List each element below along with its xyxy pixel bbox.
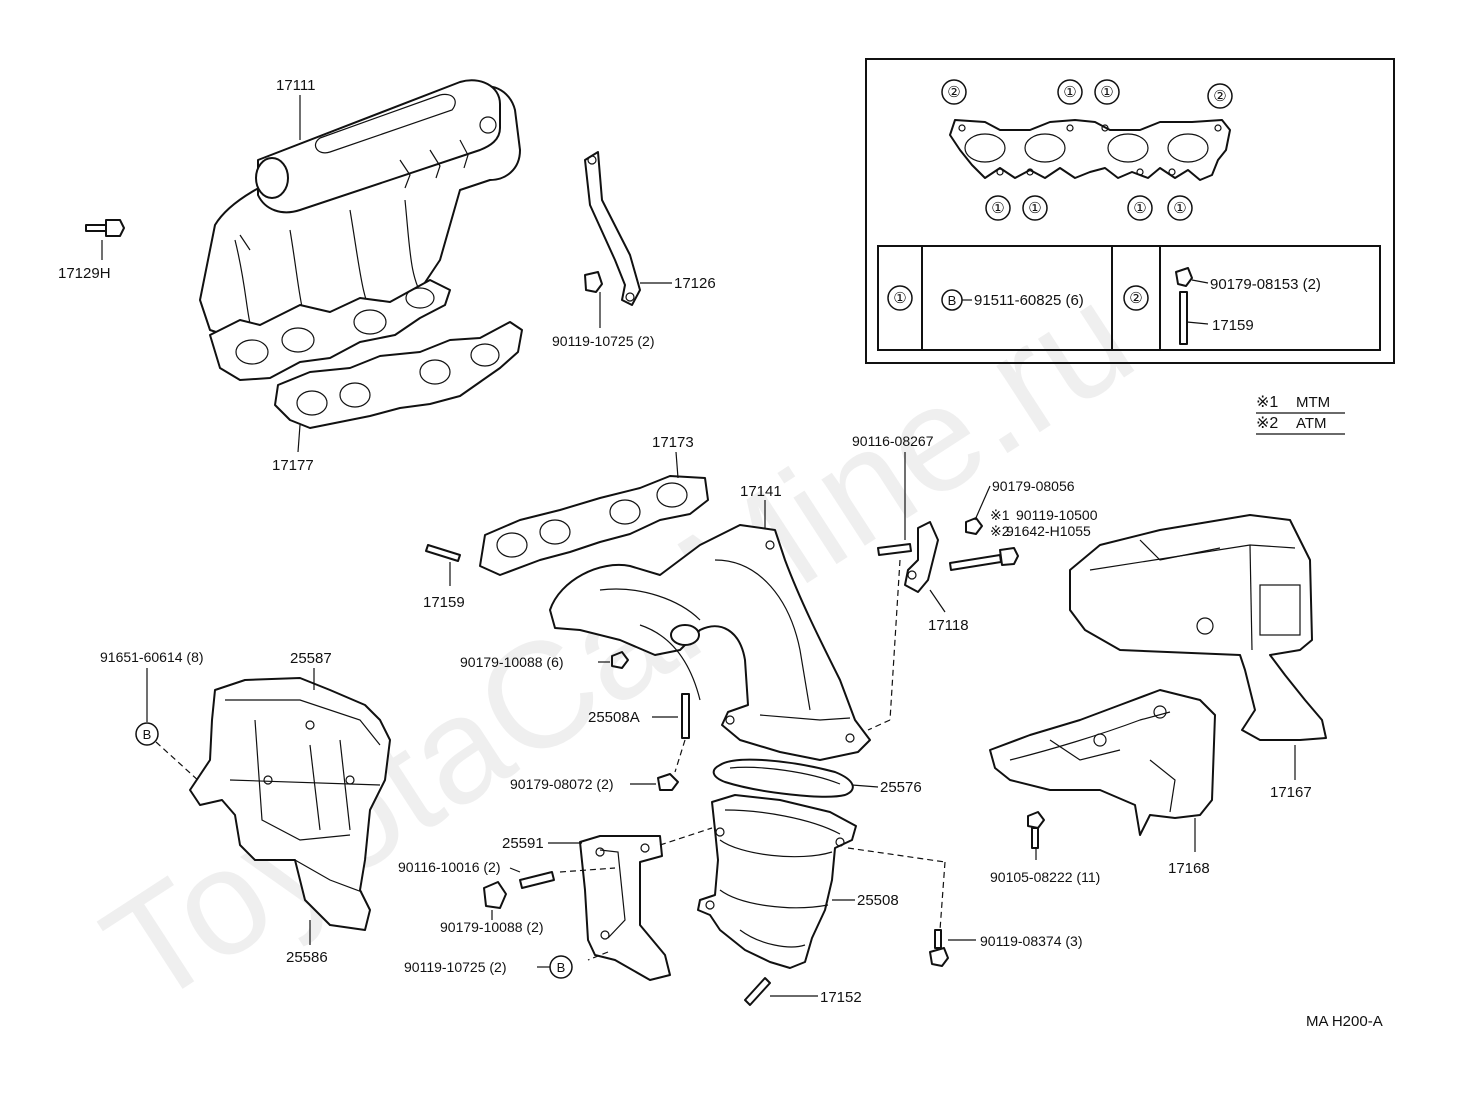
- catalytic-converter-25508: 25508: [697, 794, 899, 969]
- exhaust-gasket-17173: 17173: [479, 434, 709, 576]
- label-90179-08056: 90179-08056: [992, 478, 1075, 494]
- label-90116-08267: 90116-08267: [852, 433, 934, 449]
- intake-flange: [209, 279, 451, 381]
- label-90105-08222: 90105-08222 (11): [990, 869, 1100, 885]
- heat-shield-17168: 17168: [989, 689, 1216, 877]
- nut-part-number: 90179-08153 (2): [1210, 276, 1321, 293]
- heat-shield-17167: 17167: [1069, 514, 1327, 801]
- label-25508: 25508: [857, 892, 899, 909]
- callout-1: ①: [1133, 200, 1146, 217]
- bracket-25591: 25591: [502, 827, 713, 981]
- label-91642-H1055: 91642-H1055: [1006, 523, 1091, 539]
- bolt-marker-b: B: [948, 293, 957, 308]
- part-17129H: 17129H: [58, 219, 125, 282]
- label-90179-10088-2: 90179-10088 (2): [440, 919, 544, 935]
- bracket-17118: 17118: [904, 521, 969, 634]
- stud-25508A: 25508A: [588, 693, 690, 773]
- callout-2: ②: [947, 84, 960, 101]
- callout-1: ①: [1100, 84, 1113, 101]
- callout-1: ①: [991, 200, 1004, 217]
- label-17118: 17118: [928, 617, 969, 634]
- label-25587: 25587: [290, 650, 332, 667]
- label-90119-08374: 90119-08374 (3): [980, 933, 1082, 949]
- label-25586: 25586: [286, 949, 328, 966]
- intake-manifold-17111: [199, 79, 521, 346]
- stud-17159: 17159: [423, 544, 465, 611]
- label-17126: 17126: [674, 275, 716, 292]
- label-90119-10725-upper: 90119-10725 (2): [552, 333, 654, 349]
- bolt-90119-08374: 90119-08374 (3): [847, 847, 1082, 967]
- label-17111: 17111: [276, 77, 316, 94]
- exhaust-manifold-17141: 17141: [549, 483, 871, 761]
- label-17168: 17168: [1168, 860, 1210, 877]
- stud-part-number: 17159: [1212, 317, 1254, 334]
- nut-90179-10088-6: 90179-10088 (6): [460, 651, 629, 670]
- table-callout-1: ①: [893, 290, 906, 307]
- svg-text:※1: ※1: [1256, 394, 1278, 411]
- bolt-91651-60614: 91651-60614 (8) B: [100, 649, 204, 783]
- label-90179-08072: 90179-08072 (2): [510, 776, 614, 792]
- stud-90116-08267: 90116-08267: [852, 433, 934, 731]
- intake-gasket-17177: [274, 321, 523, 429]
- label-17141: 17141: [740, 483, 782, 500]
- table-callout-2: ②: [1129, 290, 1142, 307]
- bolt-90179-08056: 90179-08056 ※1 90119-10500 ※2 91642-H105…: [949, 478, 1098, 571]
- bolt-marker-b: B: [143, 727, 152, 742]
- stud-90116-10016: 90116-10016 (2): [398, 859, 555, 889]
- label-17129H: 17129H: [58, 265, 111, 282]
- transmission-legend: ※1 MTM ※2 ATM: [1256, 394, 1345, 435]
- gasket-25576: 25576: [712, 758, 922, 798]
- diagram-code: MA H200-A: [1306, 1013, 1383, 1030]
- svg-text:※2: ※2: [1256, 415, 1278, 432]
- label-25591: 25591: [502, 835, 544, 852]
- nut-90179-10088-2: 90179-10088 (2): [440, 881, 544, 935]
- bolt-marker-b: B: [557, 960, 566, 975]
- label-91651-60614: 91651-60614 (8): [100, 649, 204, 665]
- label-17152: 17152: [820, 989, 862, 1006]
- callout-1: ①: [1028, 200, 1041, 217]
- bolt-90105-08222: 90105-08222 (11): [990, 811, 1100, 885]
- bolt-part-number: 91511-60825 (6): [974, 292, 1084, 309]
- label-17173: 17173: [652, 434, 694, 451]
- label-90179-10088-6: 90179-10088 (6): [460, 654, 564, 670]
- callout-1: ①: [1173, 200, 1186, 217]
- label-17177: 17177: [272, 457, 314, 474]
- gasket-inset: ② ① ① ② ① ① ① ① ① ② B 91511-60825 (6) 90…: [865, 58, 1395, 364]
- label-25508A: 25508A: [588, 709, 640, 726]
- label-17159: 17159: [423, 594, 465, 611]
- bolt-90119-10725-lower: 90119-10725 (2) B: [404, 955, 573, 979]
- bracket-17126: 17126 90119-10725 (2): [552, 151, 716, 349]
- svg-text:MTM: MTM: [1296, 394, 1330, 411]
- label-17167: 17167: [1270, 784, 1312, 801]
- heat-shield-25587-25586: 25587 25586: [189, 650, 391, 966]
- mark-mtm: ※1: [990, 507, 1010, 523]
- label-25576: 25576: [880, 779, 922, 796]
- label-90116-10016: 90116-10016 (2): [398, 859, 500, 875]
- nut-90179-08072: 90179-08072 (2): [510, 773, 679, 792]
- svg-text:ATM: ATM: [1296, 415, 1327, 432]
- callout-2: ②: [1213, 88, 1226, 105]
- label-90119-10725-lower: 90119-10725 (2): [404, 959, 506, 975]
- stud-17152: 17152: [744, 977, 862, 1006]
- label-90119-10500: 90119-10500: [1016, 507, 1098, 523]
- mark-atm: ※2: [990, 523, 1010, 539]
- callout-1: ①: [1063, 84, 1076, 101]
